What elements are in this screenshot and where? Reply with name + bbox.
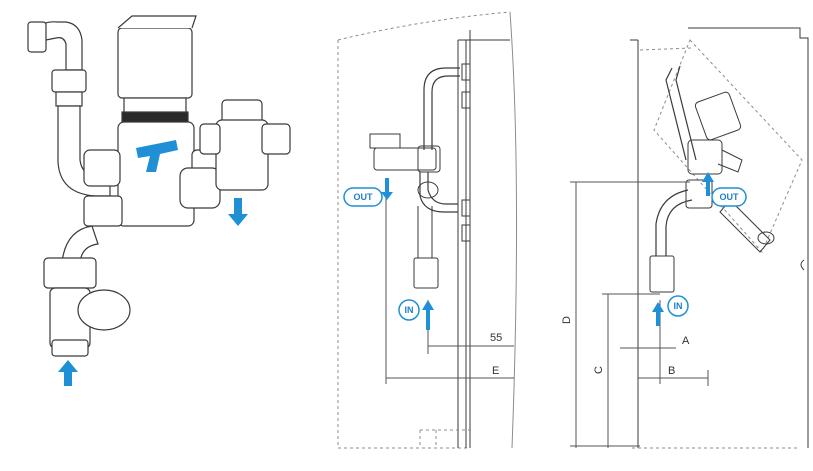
lower-right-port [179, 167, 221, 209]
front-pipe-outer [655, 189, 689, 256]
pipe-elbow [417, 181, 439, 199]
middle-in-badge: IN [398, 299, 420, 321]
right-out-badge: OUT [711, 187, 747, 207]
bypass-body [215, 119, 269, 191]
return-pipe-outer [419, 172, 458, 213]
out-valve-top [369, 133, 401, 149]
bracket-2 [461, 91, 471, 109]
bracket-1 [461, 63, 471, 81]
front-pipe-inner [665, 199, 693, 256]
top-nut [27, 21, 47, 53]
dim-55-label: 55 [490, 332, 502, 344]
bracket-3 [461, 199, 471, 217]
tilted-pipe-2 [675, 65, 697, 161]
dim-b-label: B [668, 365, 675, 377]
right-flow-arrows [652, 172, 714, 326]
out-manifold-nut [417, 145, 441, 173]
out-arrow-up-icon [702, 172, 714, 196]
bracket-4 [461, 224, 471, 242]
actuator-head [117, 27, 193, 99]
upper-coupling-ring [55, 91, 83, 107]
tilted-actuator [694, 91, 742, 141]
angle-valve-base [51, 339, 89, 357]
upper-coupling [51, 69, 87, 93]
cabinet-top-right [688, 27, 809, 448]
arrow-up-icon [58, 360, 78, 386]
in-coupling [413, 257, 439, 289]
top-dashed-outline [337, 11, 511, 41]
valve-handle [136, 140, 178, 172]
dim-a-label: A [682, 335, 690, 347]
front-in-arrow-up-icon [652, 302, 664, 326]
tilted-module-outline [653, 39, 803, 253]
upper-pipe-outer [423, 67, 460, 150]
middle-flow-arrows [381, 178, 434, 330]
right-in-badge: IN [667, 295, 689, 317]
return-pipe-inner [427, 172, 458, 205]
module-outlet [717, 149, 743, 173]
dim-e-label: E [492, 365, 499, 377]
dim-c-label: C [593, 366, 605, 374]
valve-assembly [27, 15, 291, 357]
left-port-nut [83, 149, 121, 187]
lower-nut [43, 257, 97, 289]
arrow-down-icon [228, 198, 248, 226]
out-label: OUT [354, 192, 374, 202]
cabinet-notch [800, 259, 805, 271]
cabinet-dashed [639, 47, 693, 51]
actuator-top [117, 15, 197, 29]
out-label: OUT [720, 192, 740, 202]
angle-valve-cap [77, 289, 131, 331]
front-view [570, 27, 809, 449]
dim-d-label: D [561, 316, 573, 324]
lower-coupling [83, 195, 123, 227]
out-manifold [373, 147, 437, 171]
in-label: IN [405, 305, 414, 315]
tilted-lower-part [719, 199, 771, 253]
in-label: IN [674, 301, 683, 311]
module-body [687, 139, 723, 175]
cut-edge [509, 11, 518, 449]
bypass-port [261, 123, 291, 155]
upper-pipe-inner [431, 75, 460, 150]
tilted-pipe-1 [665, 67, 687, 161]
front-coupling [649, 255, 675, 293]
side-view [337, 11, 518, 449]
collar-ring [121, 111, 189, 123]
left-flow-arrows [58, 198, 248, 386]
tilted-knob [757, 231, 775, 245]
out-arrow-down-icon [381, 178, 393, 200]
bypass-left-port [199, 123, 221, 155]
in-arrow-up-icon [422, 300, 434, 330]
middle-out-badge: OUT [343, 187, 383, 207]
left-dashed-outline [337, 40, 470, 449]
